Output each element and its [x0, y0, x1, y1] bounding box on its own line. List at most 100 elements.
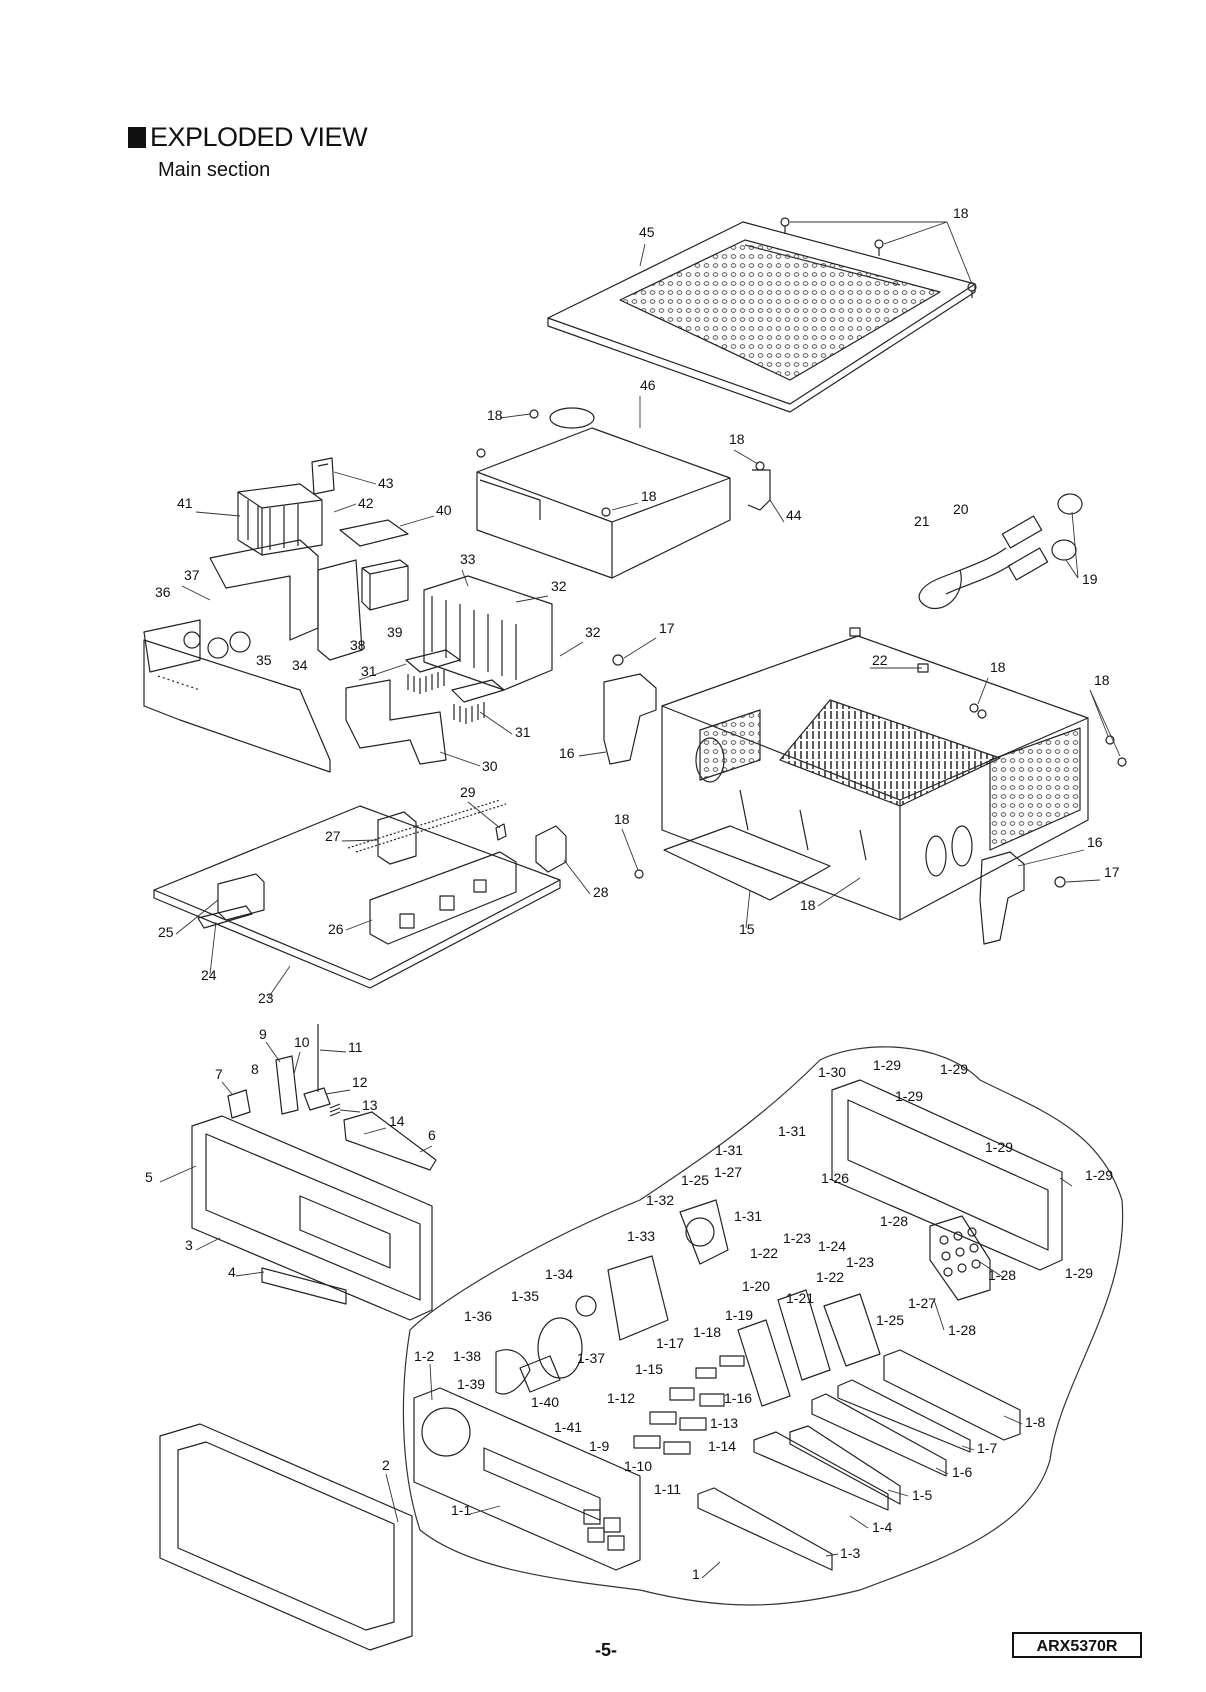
- main-pcb-part-23: [153, 799, 561, 989]
- page-title-text: EXPLODED VIEW: [150, 122, 368, 152]
- callout-label-15: 15: [739, 921, 755, 937]
- callout-label-1-38: 1-38: [453, 1348, 481, 1364]
- callout-label-18: 18: [614, 811, 630, 827]
- callout-label-1: 1: [692, 1566, 700, 1582]
- callout-label-18: 18: [641, 488, 657, 504]
- chassis-frame: [661, 635, 1089, 921]
- callout-label-1-31: 1-31: [715, 1142, 743, 1158]
- callout-label-1-4: 1-4: [872, 1519, 892, 1535]
- side-panel-part-36: [143, 619, 251, 673]
- front-panel-group-outline: [402, 1046, 1124, 1606]
- callout-label-1-14: 1-14: [708, 1438, 736, 1454]
- callout-label-1-18: 1-18: [693, 1324, 721, 1340]
- front-chassis-part-5: [191, 1115, 433, 1321]
- page-subtitle: Main section: [158, 159, 271, 181]
- part-1-33: [607, 1255, 669, 1341]
- callout-label-1-2: 1-2: [414, 1348, 434, 1364]
- callout-label-44: 44: [786, 507, 802, 523]
- callout-label-45: 45: [639, 224, 655, 240]
- callout-label-1-31: 1-31: [734, 1208, 762, 1224]
- callout-label-6: 6: [428, 1127, 436, 1143]
- callout-label-12: 12: [352, 1074, 368, 1090]
- bracket-part-30: [345, 679, 447, 765]
- callout-label-18: 18: [1094, 672, 1110, 688]
- callout-label-1-35: 1-35: [511, 1288, 539, 1304]
- callout-label-1-33: 1-33: [627, 1228, 655, 1244]
- part-1-8: [883, 1349, 1021, 1441]
- callout-label-1-37: 1-37: [577, 1350, 605, 1366]
- callout-label-1-5: 1-5: [912, 1487, 932, 1503]
- callout-label-1-29: 1-29: [1085, 1167, 1113, 1183]
- board-part-1-19: [737, 1319, 791, 1407]
- callout-label-1-29: 1-29: [1065, 1265, 1093, 1281]
- callout-label-2: 2: [382, 1457, 390, 1473]
- callout-label-1-27: 1-27: [908, 1295, 936, 1311]
- bracket-part-16b: [979, 851, 1025, 945]
- callout-label-20: 20: [953, 501, 969, 517]
- callout-label-1-22: 1-22: [816, 1269, 844, 1285]
- callout-label-18: 18: [487, 407, 503, 423]
- top-cover-part-45: [547, 221, 976, 413]
- part-6: [343, 1111, 437, 1171]
- clip-part-43: [311, 457, 335, 495]
- part-1-6: [811, 1393, 947, 1477]
- leader-lines: [159, 221, 1121, 1579]
- callout-label-17: 17: [1104, 864, 1120, 880]
- callout-label-18: 18: [953, 205, 969, 221]
- ring-part-1-35: [537, 1317, 583, 1379]
- callout-label-4: 4: [228, 1264, 236, 1280]
- callout-label-1-11: 1-11: [654, 1481, 681, 1497]
- callout-label-1-29: 1-29: [895, 1088, 923, 1104]
- keypad-part-1-28: [929, 1215, 991, 1301]
- callout-label-46: 46: [640, 377, 656, 393]
- callout-label-29: 29: [460, 784, 476, 800]
- part-1-5: [753, 1431, 889, 1511]
- bullet-square-icon: [128, 127, 146, 148]
- callout-label-1-22: 1-22: [750, 1245, 778, 1261]
- ic-part-31: [405, 649, 505, 724]
- callout-label-3: 3: [185, 1237, 193, 1253]
- callout-label-9: 9: [259, 1026, 267, 1042]
- transformer-part-27: [377, 811, 417, 865]
- connector-part-24: [197, 905, 253, 929]
- callout-label-14: 14: [389, 1113, 405, 1129]
- callout-label-10: 10: [294, 1034, 310, 1050]
- callout-label-18: 18: [800, 897, 816, 913]
- callout-label-1-25: 1-25: [681, 1172, 709, 1188]
- callout-label-1-23: 1-23: [783, 1230, 811, 1246]
- board-part-1-21: [823, 1293, 881, 1367]
- callout-label-1-26: 1-26: [821, 1170, 849, 1186]
- callout-label-17: 17: [659, 620, 675, 636]
- callout-label-1-29: 1-29: [873, 1057, 901, 1073]
- callout-label-39: 39: [387, 624, 403, 640]
- callout-label-11: 11: [348, 1039, 363, 1055]
- part-12: [303, 1087, 331, 1111]
- part-29: [495, 823, 507, 841]
- callout-label-1-12: 1-12: [607, 1390, 635, 1406]
- callout-label-27: 27: [325, 828, 341, 844]
- callout-label-41: 41: [177, 495, 193, 511]
- callout-label-1-29: 1-29: [940, 1061, 968, 1077]
- callout-label-1-13: 1-13: [710, 1415, 738, 1431]
- callout-label-1-10: 1-10: [624, 1458, 652, 1474]
- page-title: EXPLODED VIEW: [128, 122, 368, 153]
- part-1-38: [495, 1349, 531, 1395]
- callout-label-23: 23: [258, 990, 274, 1006]
- part-1-7: [837, 1379, 971, 1453]
- lcd-part-1-4: [789, 1425, 901, 1505]
- connector-part-39: [361, 559, 409, 611]
- part-7: [227, 1089, 251, 1119]
- part-1-3: [697, 1487, 833, 1571]
- board-part-40: [339, 519, 409, 547]
- callout-label-5: 5: [145, 1169, 153, 1185]
- callout-label-8: 8: [251, 1061, 259, 1077]
- screw-part-17: [612, 654, 624, 666]
- callout-label-1-17: 1-17: [656, 1335, 684, 1351]
- callout-label-28: 28: [593, 884, 609, 900]
- bracket-part-44: [747, 469, 771, 511]
- callout-label-1-28: 1-28: [948, 1322, 976, 1338]
- part-28: [535, 825, 567, 873]
- callout-label-42: 42: [358, 495, 374, 511]
